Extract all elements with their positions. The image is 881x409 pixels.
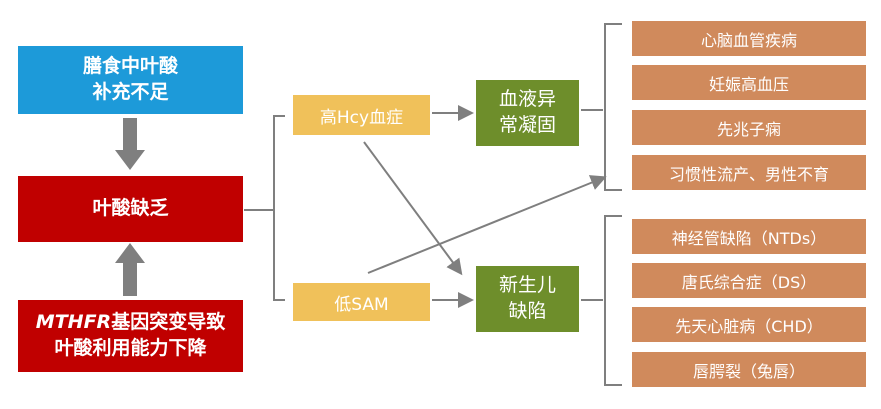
cause-diet-line2: 补充不足 [92,81,169,103]
mediator-hcy-box: 高Hcy血症 [293,95,430,135]
outcome-birth-defect-line2: 缺陷 [508,300,547,322]
arrow-gene-to-deficiency [115,243,145,296]
gene-name: MTHFR [35,311,112,334]
outcome-coagulation-line1: 血液异 [498,88,556,111]
cause-diet-box: 膳食中叶酸补充不足 [18,46,243,114]
disease-item-label: 先兆子痫 [716,119,781,139]
cause-gene-box: MTHFR基因突变导致 叶酸利用能力下降 [18,300,243,372]
cause-gene-line2: 叶酸利用能力下降 [54,337,207,359]
disease-item-label: 习惯性流产、男性不育 [668,164,829,184]
mediator-sam-box: 低SAM [293,283,430,321]
mediator-hcy-label: 高Hcy血症 [319,107,404,128]
disease-item: 妊娠高血压 [632,65,866,100]
arrow-sam-to-disease-bracket [367,175,607,274]
disease-item-label: 妊娠高血压 [708,74,789,94]
disease-item: 习惯性流产、男性不育 [632,155,866,190]
disease-item: 心脑血管疾病 [632,21,866,56]
bracket-birth-defects [604,215,622,386]
defect-item-label: 唇腭裂（兔唇） [692,361,805,381]
defect-item-label: 先天心脏病（CHD） [675,316,823,336]
arrow-diet-to-deficiency [115,118,145,170]
cause-gene-line1: 基因突变导致 [111,311,226,334]
defect-item: 唇腭裂（兔唇） [632,352,866,387]
bracket-coag-diseases [604,23,622,191]
defect-item-label: 唐氏综合症（DS） [681,272,817,292]
defect-item: 唐氏综合症（DS） [632,263,866,298]
defect-item: 先天心脏病（CHD） [632,307,866,342]
defect-item-label: 神经管缺陷（NTDs） [671,228,827,248]
outcome-coagulation-line2: 常凝固 [498,114,556,136]
disease-item-label: 心脑血管疾病 [700,30,797,50]
folate-deficiency-label: 叶酸缺乏 [92,197,169,220]
bracket-deficiency [244,115,285,301]
outcome-birth-defect-box: 新生儿缺陷 [476,266,579,332]
arrow-hcy-to-defect [363,141,463,276]
outcome-coagulation-box: 血液异常凝固 [476,80,579,146]
folate-deficiency-box: 叶酸缺乏 [18,176,243,242]
mediator-sam-label: 低SAM [334,294,389,315]
outcome-birth-defect-line1: 新生儿 [498,274,556,297]
defect-item: 神经管缺陷（NTDs） [632,219,866,254]
cause-diet-line1: 膳食中叶酸 [82,55,178,78]
disease-item: 先兆子痫 [632,110,866,145]
